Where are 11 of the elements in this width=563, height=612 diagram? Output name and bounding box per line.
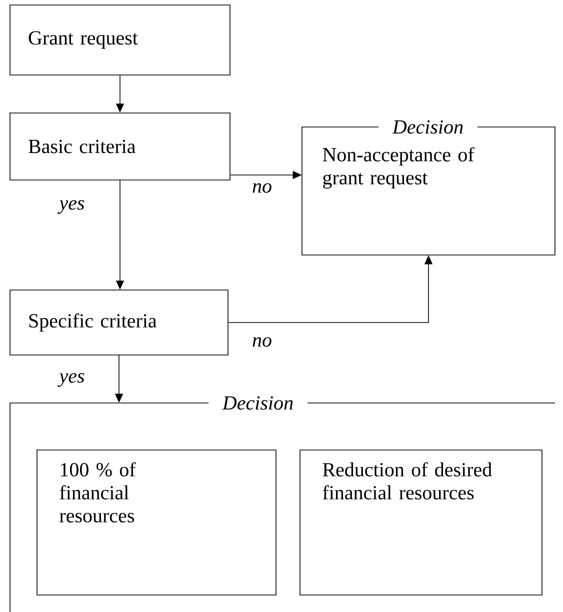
process-box: Grant request xyxy=(10,4,230,76)
edge-label: no xyxy=(252,337,272,347)
edge-label: no xyxy=(252,183,272,193)
process-box: Reduction of desired financial resources xyxy=(300,450,542,596)
decision-box: Decision Non-acceptance of grant request xyxy=(302,118,556,256)
edge-label: yes xyxy=(58,200,84,214)
process-box: Basic criteria xyxy=(10,112,230,180)
edge-label: yes xyxy=(58,373,84,387)
process-box: Specific criteria xyxy=(10,290,228,356)
node-label: Decision xyxy=(222,396,293,410)
process-box: 100 % of financial resources xyxy=(36,450,276,596)
